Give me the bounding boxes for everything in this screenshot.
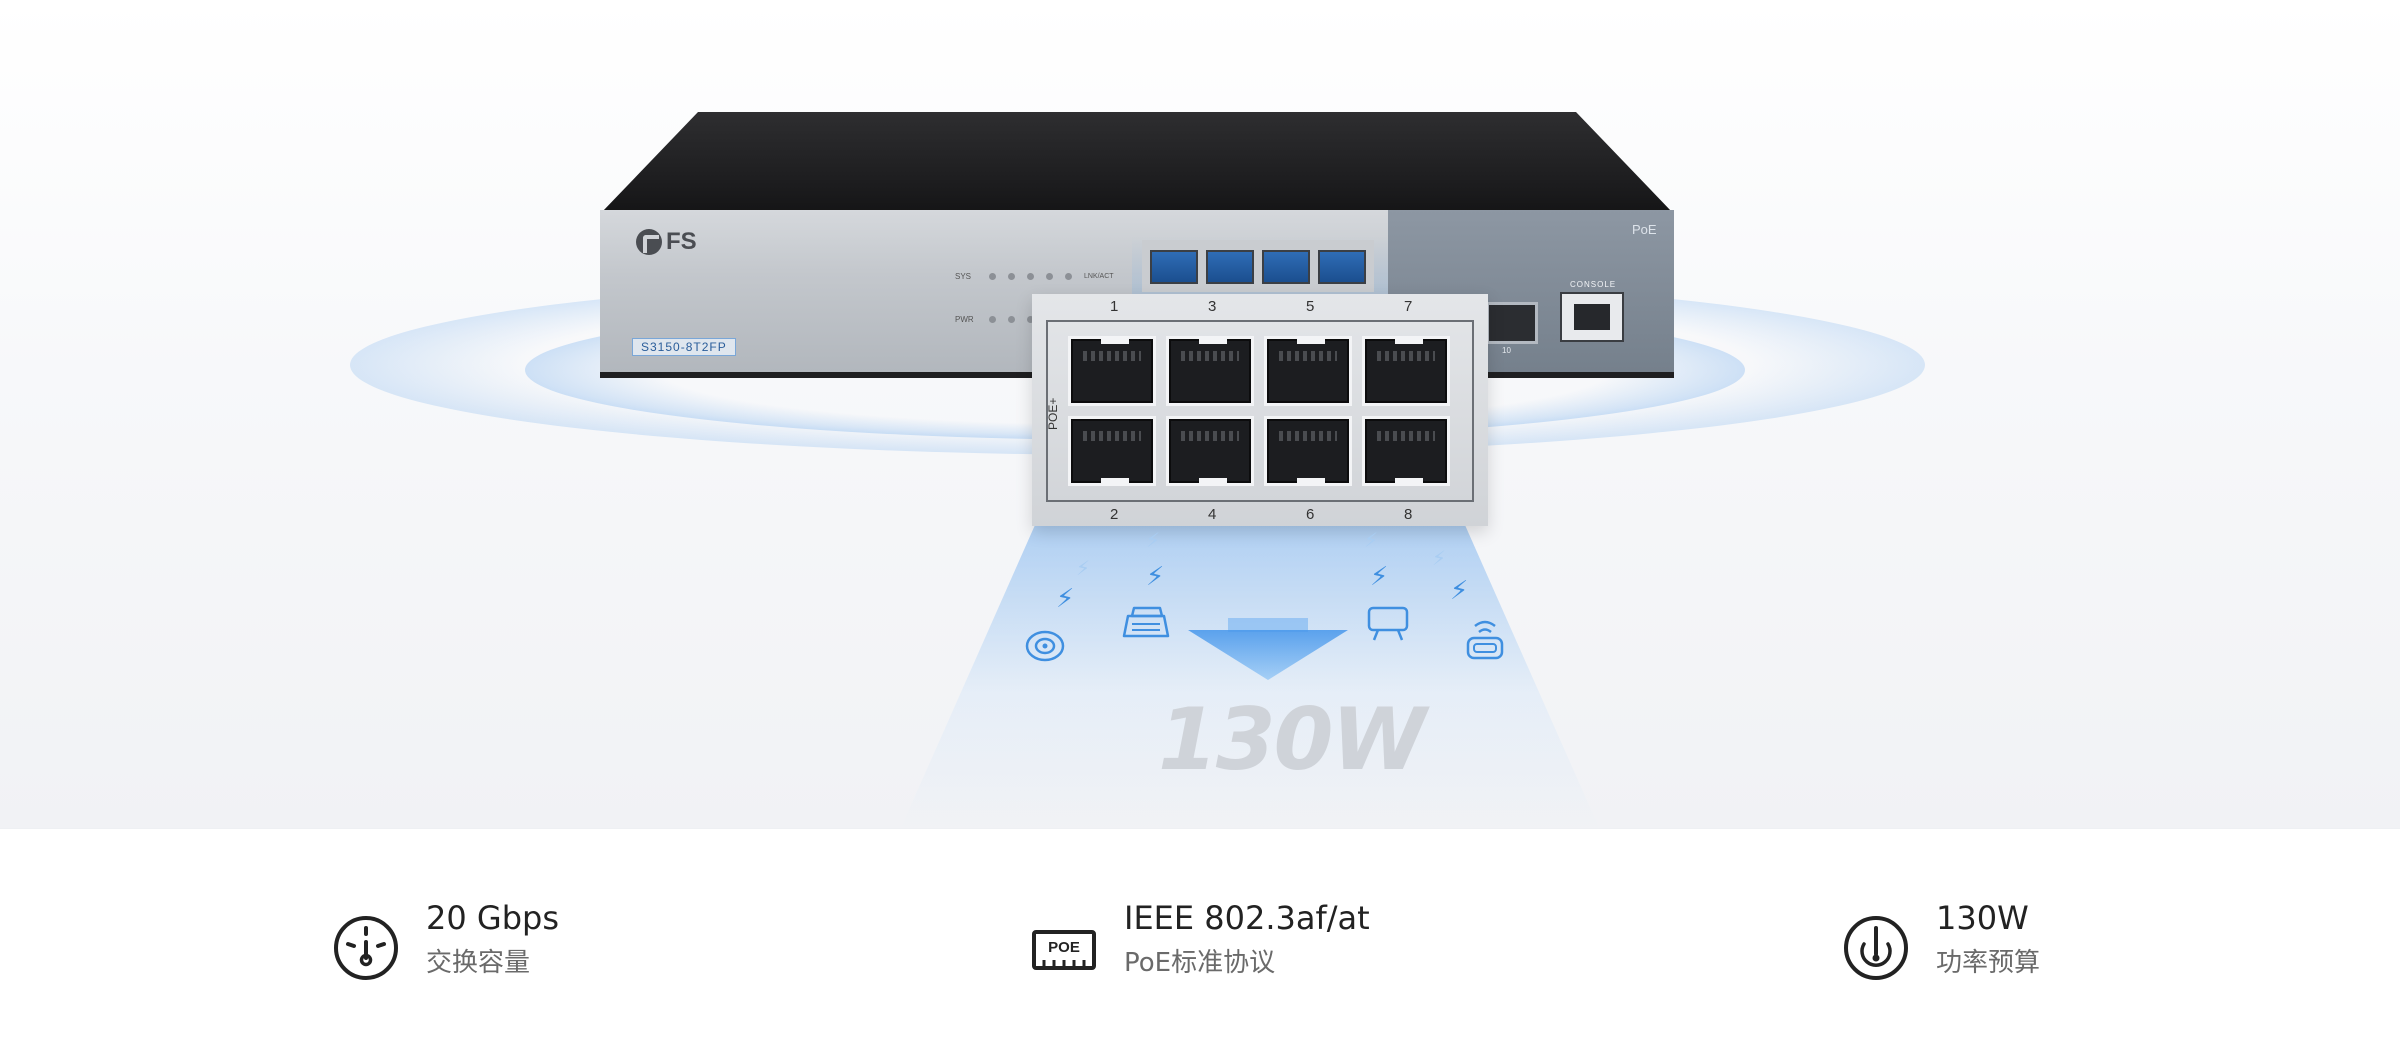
led-sys-label: SYS xyxy=(955,272,972,281)
led-indicator xyxy=(989,273,996,280)
status-led-block: SYS LNK/ACT PWR xyxy=(955,272,1114,358)
rj45-port-large xyxy=(1166,336,1254,406)
led-indicator xyxy=(1065,273,1072,280)
port-number: 3 xyxy=(1208,298,1217,315)
lightning-bolt-icon: ⚡ xyxy=(1076,556,1091,580)
led-indicator xyxy=(989,316,996,323)
poe-tag: PoE xyxy=(1632,222,1657,237)
poe-icon-text: POE xyxy=(1048,939,1080,956)
feature-poe-standard: POE IEEE 802.3af/at PoE标准协议 xyxy=(1030,898,1370,982)
rj45-port xyxy=(1262,250,1310,284)
sfp-port xyxy=(1486,302,1538,344)
lightning-bolt-icon: ⚡ xyxy=(1450,576,1469,606)
sfp-port-number: 10 xyxy=(1502,346,1511,355)
power-beam xyxy=(900,525,1600,830)
led-caption: LNK/ACT xyxy=(1084,273,1114,280)
feature-switching-capacity: 20 Gbps 交换容量 xyxy=(332,898,559,982)
feature-power-budget: 130W 功率预算 xyxy=(1842,898,2040,982)
rj45-port-large xyxy=(1362,416,1450,486)
feature-text: 130W 功率预算 xyxy=(1936,898,2040,979)
port-number: 5 xyxy=(1306,298,1315,315)
led-indicator xyxy=(1027,273,1034,280)
rj45-port xyxy=(1318,250,1366,284)
lightning-bolt-icon: ⚡ xyxy=(1370,562,1389,592)
lightning-bolt-icon: ⚡ xyxy=(1056,584,1075,614)
switch-top-cover xyxy=(602,112,1672,212)
feature-label: PoE标准协议 xyxy=(1124,948,1276,978)
port-number: 6 xyxy=(1306,506,1315,523)
led-row-pwr: PWR xyxy=(955,315,1114,324)
port-number: 4 xyxy=(1208,506,1217,523)
feature-value: IEEE 802.3af/at xyxy=(1124,899,1370,937)
led-indicator xyxy=(1046,273,1053,280)
feature-value: 20 Gbps xyxy=(426,899,559,937)
feature-value: 130W xyxy=(1936,899,2029,937)
port-number: 8 xyxy=(1404,506,1413,523)
rj45-port xyxy=(1150,250,1198,284)
port-zoom-panel: 1 3 5 7 POE+ 2 4 6 8 xyxy=(1032,294,1488,526)
rj45-port xyxy=(1206,250,1254,284)
brand-logo: FS xyxy=(636,228,697,256)
lightning-bolt-icon: ⚡ xyxy=(1146,528,1161,552)
rj45-port-large xyxy=(1166,416,1254,486)
ip-phone-icon xyxy=(1122,606,1170,638)
feature-label: 交换容量 xyxy=(426,948,531,978)
power-value-graphic: 130W xyxy=(1158,690,1426,790)
power-arrow-stem xyxy=(1228,618,1308,632)
led-indicator xyxy=(1008,316,1015,323)
led-pwr-label: PWR xyxy=(955,315,974,324)
rj45-port-large xyxy=(1068,416,1156,486)
port-frame: POE+ xyxy=(1046,320,1474,502)
gauge-icon xyxy=(334,916,398,980)
port-number: 2 xyxy=(1110,506,1119,523)
power-budget-icon xyxy=(1844,916,1908,980)
led-row-sys: SYS LNK/ACT xyxy=(955,272,1114,281)
poe-icon: POE xyxy=(1032,930,1096,970)
ip-camera-icon xyxy=(1367,606,1409,641)
switch-rj45-port-strip xyxy=(1142,240,1374,292)
lightning-bolt-icon: ⚡ xyxy=(1364,528,1379,552)
poe-plus-label: POE+ xyxy=(1046,397,1060,430)
console-port xyxy=(1560,292,1624,342)
rj45-port-large xyxy=(1068,336,1156,406)
wireless-ap-icon xyxy=(1025,630,1065,662)
led-indicator xyxy=(1027,316,1034,323)
lightning-bolt-icon: ⚡ xyxy=(1146,562,1165,592)
rj45-port-large xyxy=(1362,336,1450,406)
wireless-router-icon xyxy=(1466,620,1504,660)
feature-text: IEEE 802.3af/at PoE标准协议 xyxy=(1124,898,1370,979)
port-number: 7 xyxy=(1404,298,1413,315)
feature-label: 功率预算 xyxy=(1936,948,2041,978)
rj45-port-large xyxy=(1264,416,1352,486)
model-label: S3150-8T2FP xyxy=(632,338,736,356)
console-label: CONSOLE xyxy=(1570,280,1617,289)
fs-logo-icon xyxy=(636,229,662,255)
feature-text: 20 Gbps 交换容量 xyxy=(426,898,559,979)
rj45-port-large xyxy=(1264,336,1352,406)
port-number: 1 xyxy=(1110,298,1119,315)
led-indicator xyxy=(1008,273,1015,280)
brand-name: FS xyxy=(666,228,697,255)
lightning-bolt-icon: ⚡ xyxy=(1432,546,1447,570)
section-divider xyxy=(0,828,2400,829)
